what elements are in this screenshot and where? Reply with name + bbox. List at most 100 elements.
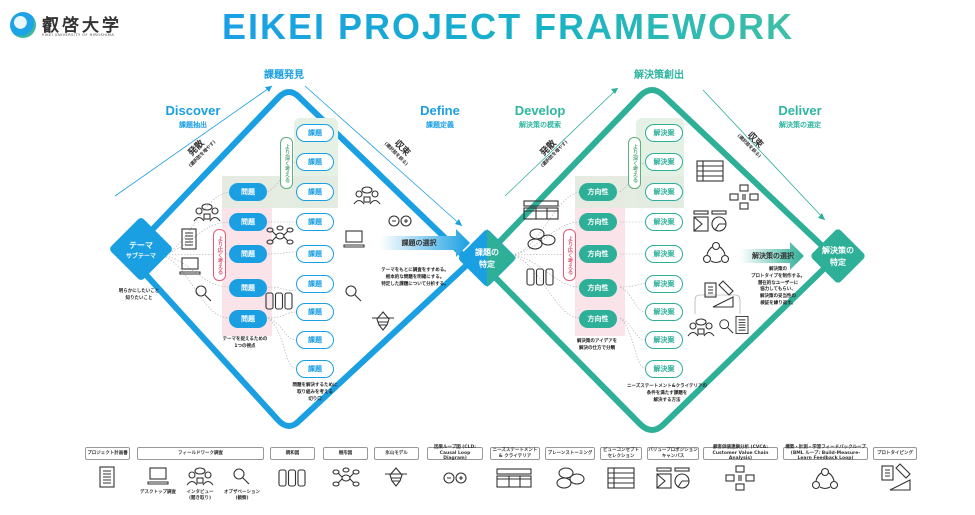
direction-pill[interactable]: 方向性 xyxy=(579,279,617,297)
solution-selection-label: 解決策の選択 xyxy=(752,252,794,260)
needs-statement-icon xyxy=(523,200,559,220)
mindmap-icon xyxy=(266,225,294,245)
needs-statement-icon xyxy=(496,468,532,488)
theme-text: テーマ xyxy=(129,241,153,250)
problem-note-line: テーマを捉えるための xyxy=(222,337,268,342)
issue-pill[interactable]: 課題 xyxy=(296,153,334,171)
wide-think-label-2: より広く考える xyxy=(563,229,576,281)
laptop-icon xyxy=(343,230,365,248)
method-tree[interactable]: 樹形図 xyxy=(323,447,368,460)
mindmap-icon xyxy=(332,467,360,487)
method-project-plan[interactable]: プロジェクト計画書 xyxy=(85,447,130,460)
selection-text-line: 解決策の妥当性の xyxy=(760,294,796,299)
method-brainstorm[interactable]: ブレーンストーミング xyxy=(545,447,595,460)
solution-pill[interactable]: 解決案 xyxy=(645,275,683,293)
method-cvca[interactable]: 顧客価値連鎖分析 (CVCA: Customer Value Chain Ana… xyxy=(703,445,778,461)
issue-pill[interactable]: 課題 xyxy=(296,275,334,293)
method-needs[interactable]: ニーズステートメント& クライテリア xyxy=(490,447,540,460)
issue-pill[interactable]: 課題 xyxy=(296,183,334,201)
method-bml[interactable]: 構築・計測・学習フィードバックループ (BML ループ: Build-Measu… xyxy=(783,445,868,461)
issue-note-line: 取り組みを考える xyxy=(297,389,333,395)
problem-note-line: 1つの視点 xyxy=(234,343,256,349)
problem-pill[interactable]: 問題 xyxy=(229,245,267,263)
solution-pill[interactable]: 解決案 xyxy=(645,213,683,231)
method-concept[interactable]: ビューコンセプト セレクション xyxy=(600,447,642,460)
phase-develop-en: Develop xyxy=(514,103,566,118)
diamond1-top-label: 課題発見 xyxy=(264,70,304,81)
document-icon xyxy=(735,315,749,335)
diamond2-top-label: 解決策創出 xyxy=(634,70,684,81)
deep-think-label-1: より深く考える xyxy=(280,137,293,189)
solution-pill[interactable]: 解決案 xyxy=(645,124,683,142)
magnifier-icon xyxy=(195,285,212,302)
theme-note-line: 知りたいこと xyxy=(125,295,153,301)
issue-pill[interactable]: 課題 xyxy=(296,360,334,378)
issue-pill[interactable]: 課題 xyxy=(296,213,334,231)
theme-note: 明らかにしたいこと 知りたいこと xyxy=(104,289,174,303)
interview-icon xyxy=(687,318,715,337)
method-prototyping[interactable]: プロトタイピング xyxy=(873,447,917,460)
direction-note-line: 解決の仕方で分類 xyxy=(579,345,615,351)
interview-icon xyxy=(193,203,221,222)
issue-pill[interactable]: 課題 xyxy=(296,303,334,321)
selection-text-line: 協力してもらい、 xyxy=(760,287,796,293)
solution-pill[interactable]: 解決案 xyxy=(645,303,683,321)
laptop-icon xyxy=(179,257,201,275)
issue-identified-line: 課題の xyxy=(475,248,499,257)
method-affinity[interactable]: 親和図 xyxy=(270,447,315,460)
direction-pill[interactable]: 方向性 xyxy=(579,310,617,328)
deep-think-label-2: より深く考える xyxy=(628,137,641,189)
issue-note-line: 問題を解決するために xyxy=(292,383,338,388)
subtheme-text: サブテーマ xyxy=(125,253,156,260)
concept-selection-icon xyxy=(696,160,724,182)
method-cld[interactable]: 因果ループ図 (CLD: Causal Loop Diagram) xyxy=(427,445,483,461)
issue-pill[interactable]: 課題 xyxy=(296,331,334,349)
direction-pill[interactable]: 方向性 xyxy=(579,183,617,201)
direction-pill[interactable]: 方向性 xyxy=(579,245,617,263)
concept-selection-icon xyxy=(607,467,635,489)
theme-note-line: 明らかにしたいこと xyxy=(118,289,160,294)
brainstorm-icon xyxy=(556,467,585,489)
method-value-prop[interactable]: バリュープロポジション キャンバス xyxy=(647,447,699,460)
theme-label: テーマ サブテーマ xyxy=(118,240,164,261)
problem-pill[interactable]: 問題 xyxy=(229,279,267,297)
cvca-icon xyxy=(729,184,759,210)
phase-develop: Develop 解決策の模索 xyxy=(495,103,585,130)
solution-pill[interactable]: 解決案 xyxy=(645,360,683,378)
brainstorm-icon xyxy=(527,228,556,250)
solution-pill[interactable]: 解決案 xyxy=(645,245,683,263)
solution-note-line: ニーズステートメント&クライテリアの xyxy=(626,384,708,389)
phase-discover-jp: 課題抽出 xyxy=(179,121,207,129)
page-title: EIKEI PROJECT FRAMEWORK xyxy=(222,6,795,47)
issue-pill[interactable]: 課題 xyxy=(296,245,334,263)
method-iceberg[interactable]: 氷山モデル xyxy=(374,447,419,460)
issue-pill[interactable]: 課題 xyxy=(296,124,334,142)
phase-develop-jp: 解決策の模索 xyxy=(519,121,561,129)
wide-think-label-1: より広く考える xyxy=(213,229,226,281)
issue-identified-line: 特定 xyxy=(479,260,495,269)
affinity-icon xyxy=(265,292,293,310)
laptop-icon xyxy=(147,467,169,485)
logo-name-jp: 叡啓大学 xyxy=(42,16,122,36)
causal-loop-icon xyxy=(443,472,467,484)
observation-caption: オブザベーション (観察) xyxy=(224,490,260,502)
document-icon xyxy=(181,228,197,250)
direction-pill[interactable]: 方向性 xyxy=(579,213,617,231)
method-fieldwork[interactable]: フィールドワーク調査 xyxy=(137,447,264,460)
solution-pill[interactable]: 解決案 xyxy=(645,153,683,171)
solution-pill[interactable]: 解決案 xyxy=(645,331,683,349)
phase-define-en: Define xyxy=(420,103,460,118)
direction-note: 解決策のアイデアを 解決の仕方で分類 xyxy=(562,339,632,353)
issue-identified-label: 課題の 特定 xyxy=(466,247,508,271)
problem-pill[interactable]: 問題 xyxy=(229,213,267,231)
theme-diamond xyxy=(110,218,172,280)
university-logo: 叡啓大学 EIKEI UNIVERSITY OF HIROSHIMA xyxy=(10,10,140,40)
problem-pill[interactable]: 問題 xyxy=(229,183,267,201)
phase-deliver-jp: 解決策の選定 xyxy=(779,121,821,129)
prototyping-icon xyxy=(881,463,911,491)
selection-text-line: 根本的な問題を明確にする。 xyxy=(385,274,445,280)
problem-pill[interactable]: 問題 xyxy=(229,310,267,328)
iceberg-icon xyxy=(385,467,407,487)
problem-note: テーマを捉えるための 1つの視点 xyxy=(210,337,280,351)
solution-pill[interactable]: 解決案 xyxy=(645,183,683,201)
